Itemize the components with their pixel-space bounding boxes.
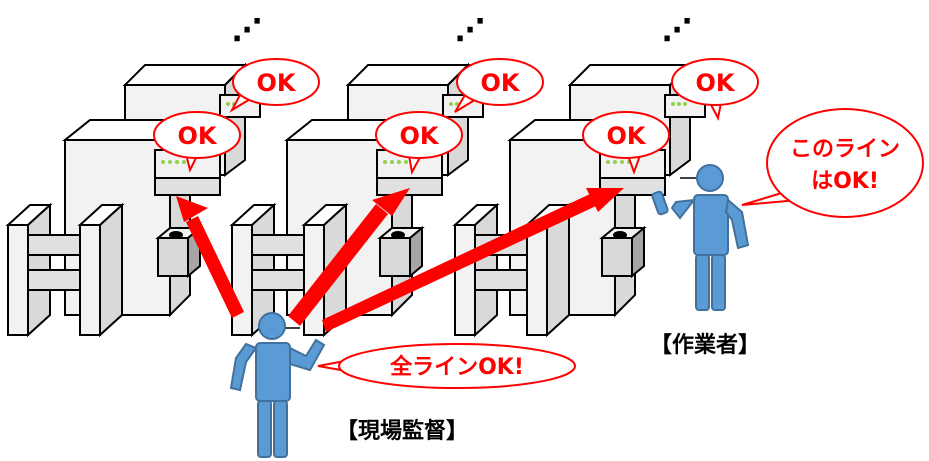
ok-bubble-front-2: OK xyxy=(375,111,463,175)
ok-text: OK xyxy=(400,122,440,150)
continuation-dots-3: ⋰ xyxy=(662,13,692,48)
press-frame-2 xyxy=(229,202,349,338)
ok-text: OK xyxy=(257,69,297,97)
arrow-to-line-1 xyxy=(176,196,244,318)
ok-bubble-back-2: OK xyxy=(454,58,544,113)
inspection-arrows xyxy=(176,188,624,332)
press-frame-1 xyxy=(5,202,125,338)
press-frame-3 xyxy=(452,202,572,338)
worker-label: 【作業者】 xyxy=(650,333,760,358)
worker-figure xyxy=(651,164,750,311)
ok-text: OK xyxy=(607,122,647,150)
continuation-dots-2: ⋰ xyxy=(455,13,485,48)
ok-text: OK xyxy=(696,69,736,97)
arrow-to-line-3 xyxy=(322,188,624,332)
ok-bubble-front-1: OK xyxy=(153,111,241,173)
supervisor-speech-text: 全ラインOK! xyxy=(389,354,524,380)
machine-group-2 xyxy=(229,62,484,338)
ok-bubble-front-3: OK xyxy=(582,111,670,175)
supervisor-speech-bubble: 全ラインOK! xyxy=(317,343,576,389)
worker-speech-bubble: このライン はOK! xyxy=(741,108,924,218)
supervisor-label: 【現場監督】 xyxy=(336,418,468,444)
ok-text: OK xyxy=(481,69,521,97)
ok-bubble-back-1: OK xyxy=(229,58,320,113)
continuation-dots-1: ⋰ xyxy=(232,13,262,48)
ok-text: OK xyxy=(178,122,218,150)
ok-bubble-back-3: OK xyxy=(671,58,759,121)
supervisor-figure xyxy=(229,312,326,458)
arrow-to-line-2 xyxy=(288,188,410,326)
worker-speech-line2: はOK! xyxy=(811,169,879,194)
worker-speech-line1: このライン xyxy=(790,137,900,162)
